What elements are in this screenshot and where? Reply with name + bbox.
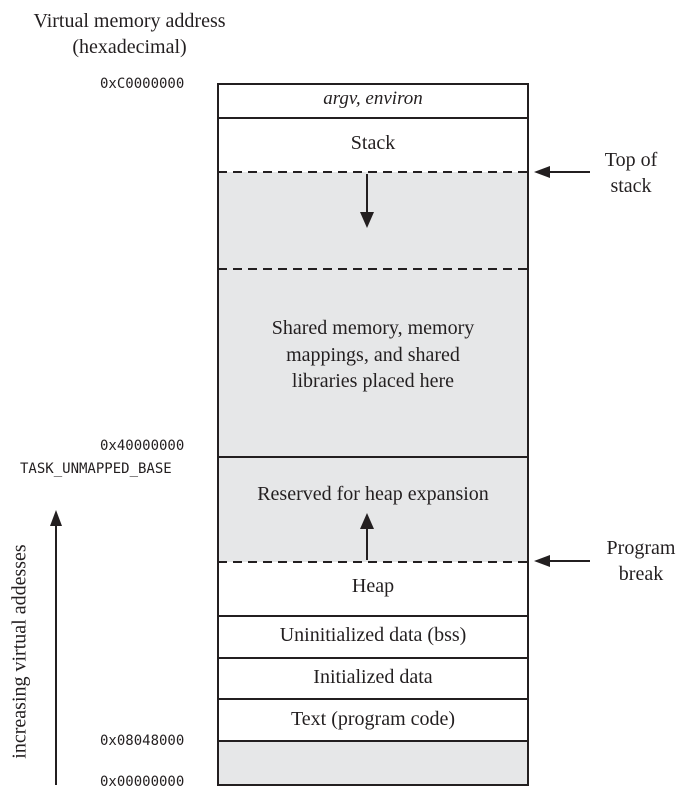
initialized-data-label: Initialized data	[313, 666, 433, 688]
increasing-addresses-label: increasing virtual addesses	[8, 544, 31, 759]
program-break-line-1: Program	[606, 537, 676, 559]
bss-label: Uninitialized data (bss)	[279, 624, 467, 646]
task-unmapped-base-label: TASK_UNMAPPED_BASE	[20, 461, 172, 477]
program-break-line-2: break	[618, 563, 664, 585]
heap-label: Heap	[351, 575, 395, 597]
diagram-title: Virtual memory address (hexadecimal)	[12, 8, 247, 60]
top-of-stack-line-2: stack	[610, 175, 652, 197]
title-line-1: Virtual memory address	[33, 10, 226, 32]
below-text-region	[218, 741, 528, 785]
top-of-stack-line-1: Top of	[604, 149, 658, 171]
shared-memory-line-2: mappings, and shared	[286, 343, 460, 366]
address-space-box	[217, 83, 529, 786]
reserved-heap-region	[218, 457, 528, 562]
address-mid: 0x40000000	[100, 438, 185, 454]
address-zero: 0x00000000	[100, 774, 185, 790]
program-break-label: Program break	[590, 535, 692, 587]
increasing-address-arrowhead	[50, 510, 62, 526]
top-of-stack-pointer-head	[534, 166, 550, 178]
text-segment-label: Text (program code)	[290, 708, 456, 730]
program-break-pointer-head	[534, 555, 550, 567]
address-top: 0xC0000000	[100, 76, 185, 92]
argv-environ-label: argv, environ	[323, 88, 423, 109]
address-text-start: 0x08048000	[100, 733, 185, 749]
title-line-2: (hexadecimal)	[72, 36, 187, 58]
stack-growth-region	[218, 172, 528, 457]
stack-growth-arrowhead	[360, 212, 374, 228]
shared-memory-line-3: libraries placed here	[291, 370, 455, 392]
heap-growth-arrowhead	[360, 513, 374, 529]
shared-memory-line-1: Shared memory, memory	[271, 317, 475, 339]
shared-memory-label: Shared memory, memory mappings, and shar…	[218, 315, 528, 395]
reserved-heap-label: Reserved for heap expansion	[257, 483, 489, 505]
stack-label: Stack	[350, 132, 396, 154]
top-of-stack-label: Top of stack	[588, 147, 674, 199]
